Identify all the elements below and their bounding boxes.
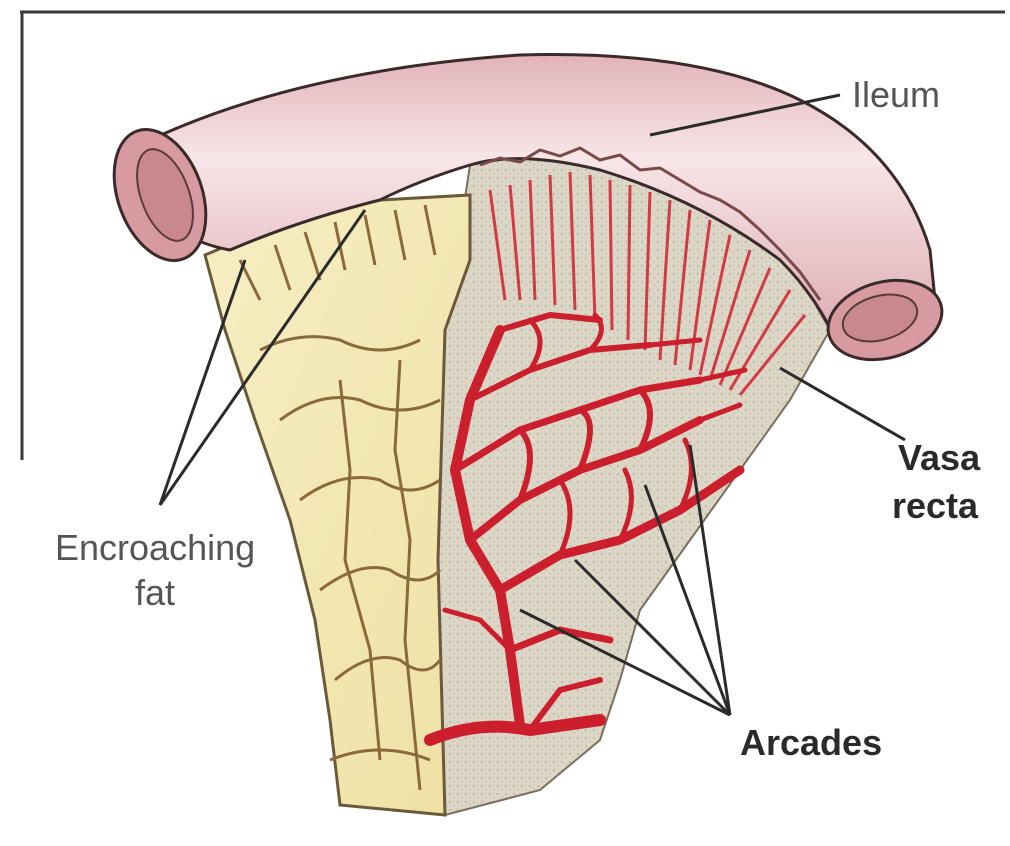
label-encroaching-fat-line1: Encroaching	[55, 527, 255, 568]
encroaching-fat-leader-1	[160, 260, 245, 505]
label-encroaching-fat-line2: fat	[135, 572, 175, 613]
vasa-recta-leader	[780, 368, 905, 440]
mesentery-fat-region	[205, 195, 470, 815]
label-arcades: Arcades	[740, 722, 882, 763]
label-vasa-recta-line1: Vasa	[898, 437, 981, 478]
label-ileum: Ileum	[852, 74, 940, 115]
label-vasa-recta-line2: recta	[892, 485, 979, 526]
